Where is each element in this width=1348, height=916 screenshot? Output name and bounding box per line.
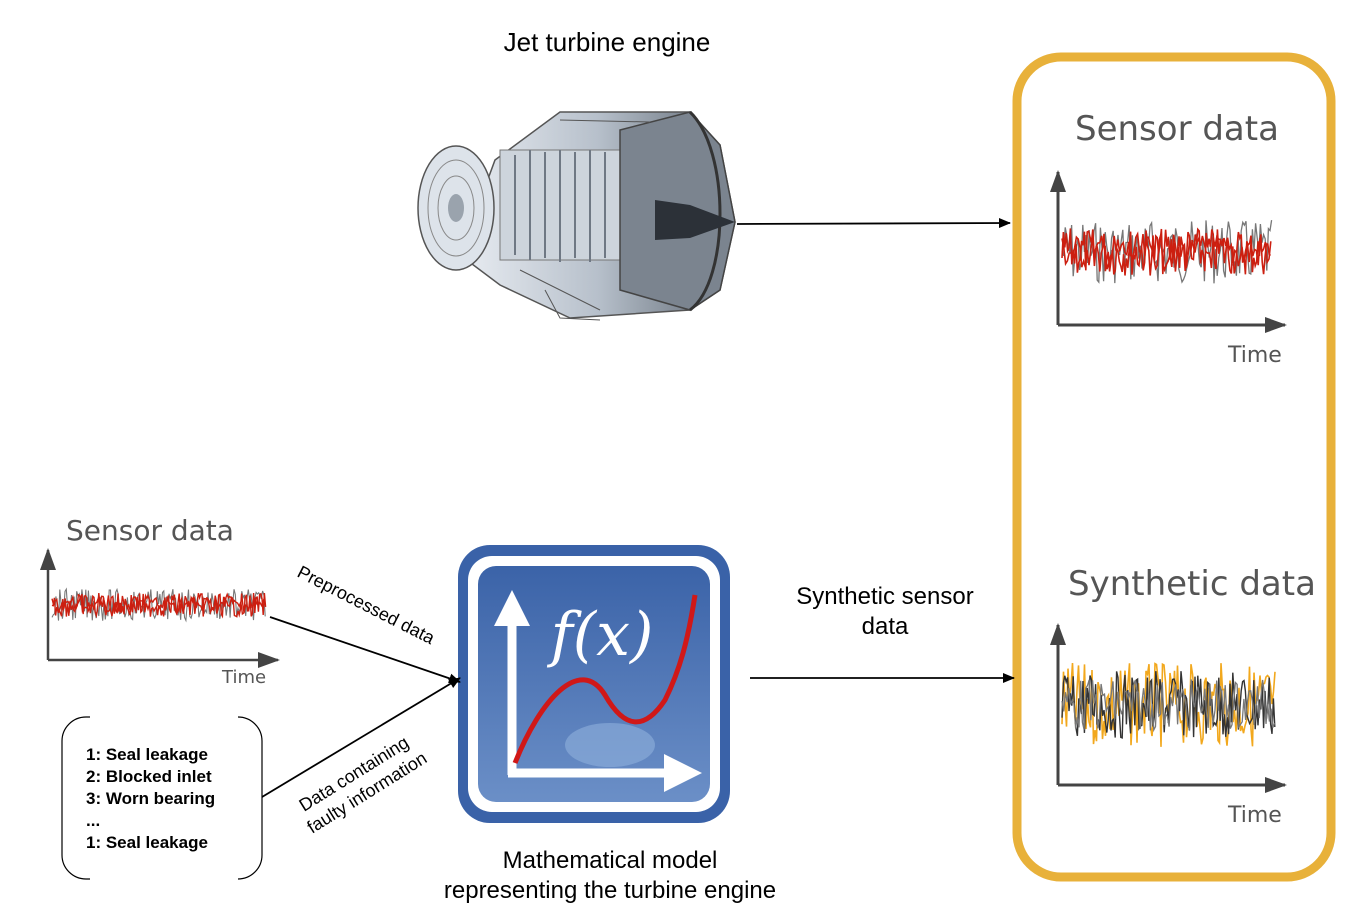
preprocessed-arrow <box>269 616 461 684</box>
signal-trace <box>1061 679 1276 733</box>
sensor-signal <box>51 587 267 623</box>
fault-list-item: 1: Seal leakage <box>86 833 208 852</box>
fault-list-item: 3: Worn bearing <box>86 789 216 808</box>
synthetic-signal <box>1061 662 1276 747</box>
signal-trace <box>51 594 266 616</box>
fault-list-item: ... <box>86 811 101 830</box>
highlight-box <box>1012 52 1336 882</box>
x-axis-label: Time <box>221 667 266 688</box>
faulty-data-arrow <box>261 677 461 798</box>
sensor-data-panel-left: Sensor data Time <box>40 514 280 688</box>
signal-trace <box>1061 220 1273 284</box>
fx-label: f(x) <box>547 600 654 670</box>
synthetic-data-panel: Synthetic data Time <box>1050 564 1316 828</box>
engine-title: Jet turbine engine <box>504 27 711 57</box>
panel-title: Sensor data <box>66 514 234 547</box>
model-caption: Mathematical model representing the turb… <box>443 847 777 904</box>
signal-trace <box>1061 231 1272 273</box>
preprocessed-label: Preprocessed data <box>294 562 439 649</box>
panel-title: Synthetic data <box>1068 564 1316 604</box>
panel-title: Sensor data <box>1075 109 1279 149</box>
fault-list-item: 1: Seal leakage <box>86 745 208 764</box>
x-axis-label: Time <box>1227 343 1282 368</box>
engine-to-sensor-arrow <box>736 218 1011 229</box>
function-fx-icon: f(x) <box>458 545 730 823</box>
sensor-data-panel-top: Sensor data Time <box>1050 109 1287 368</box>
fault-list: 1: Seal leakage 2: Blocked inlet 3: Worn b… <box>86 744 256 854</box>
synthetic-sensor-label: Synthetic sensor data <box>796 583 974 640</box>
fault-list-item: 2: Blocked inlet <box>86 767 212 786</box>
x-axis-label: Time <box>1227 803 1282 828</box>
jet-engine-icon <box>417 110 736 321</box>
sensor-signal <box>1061 220 1273 284</box>
